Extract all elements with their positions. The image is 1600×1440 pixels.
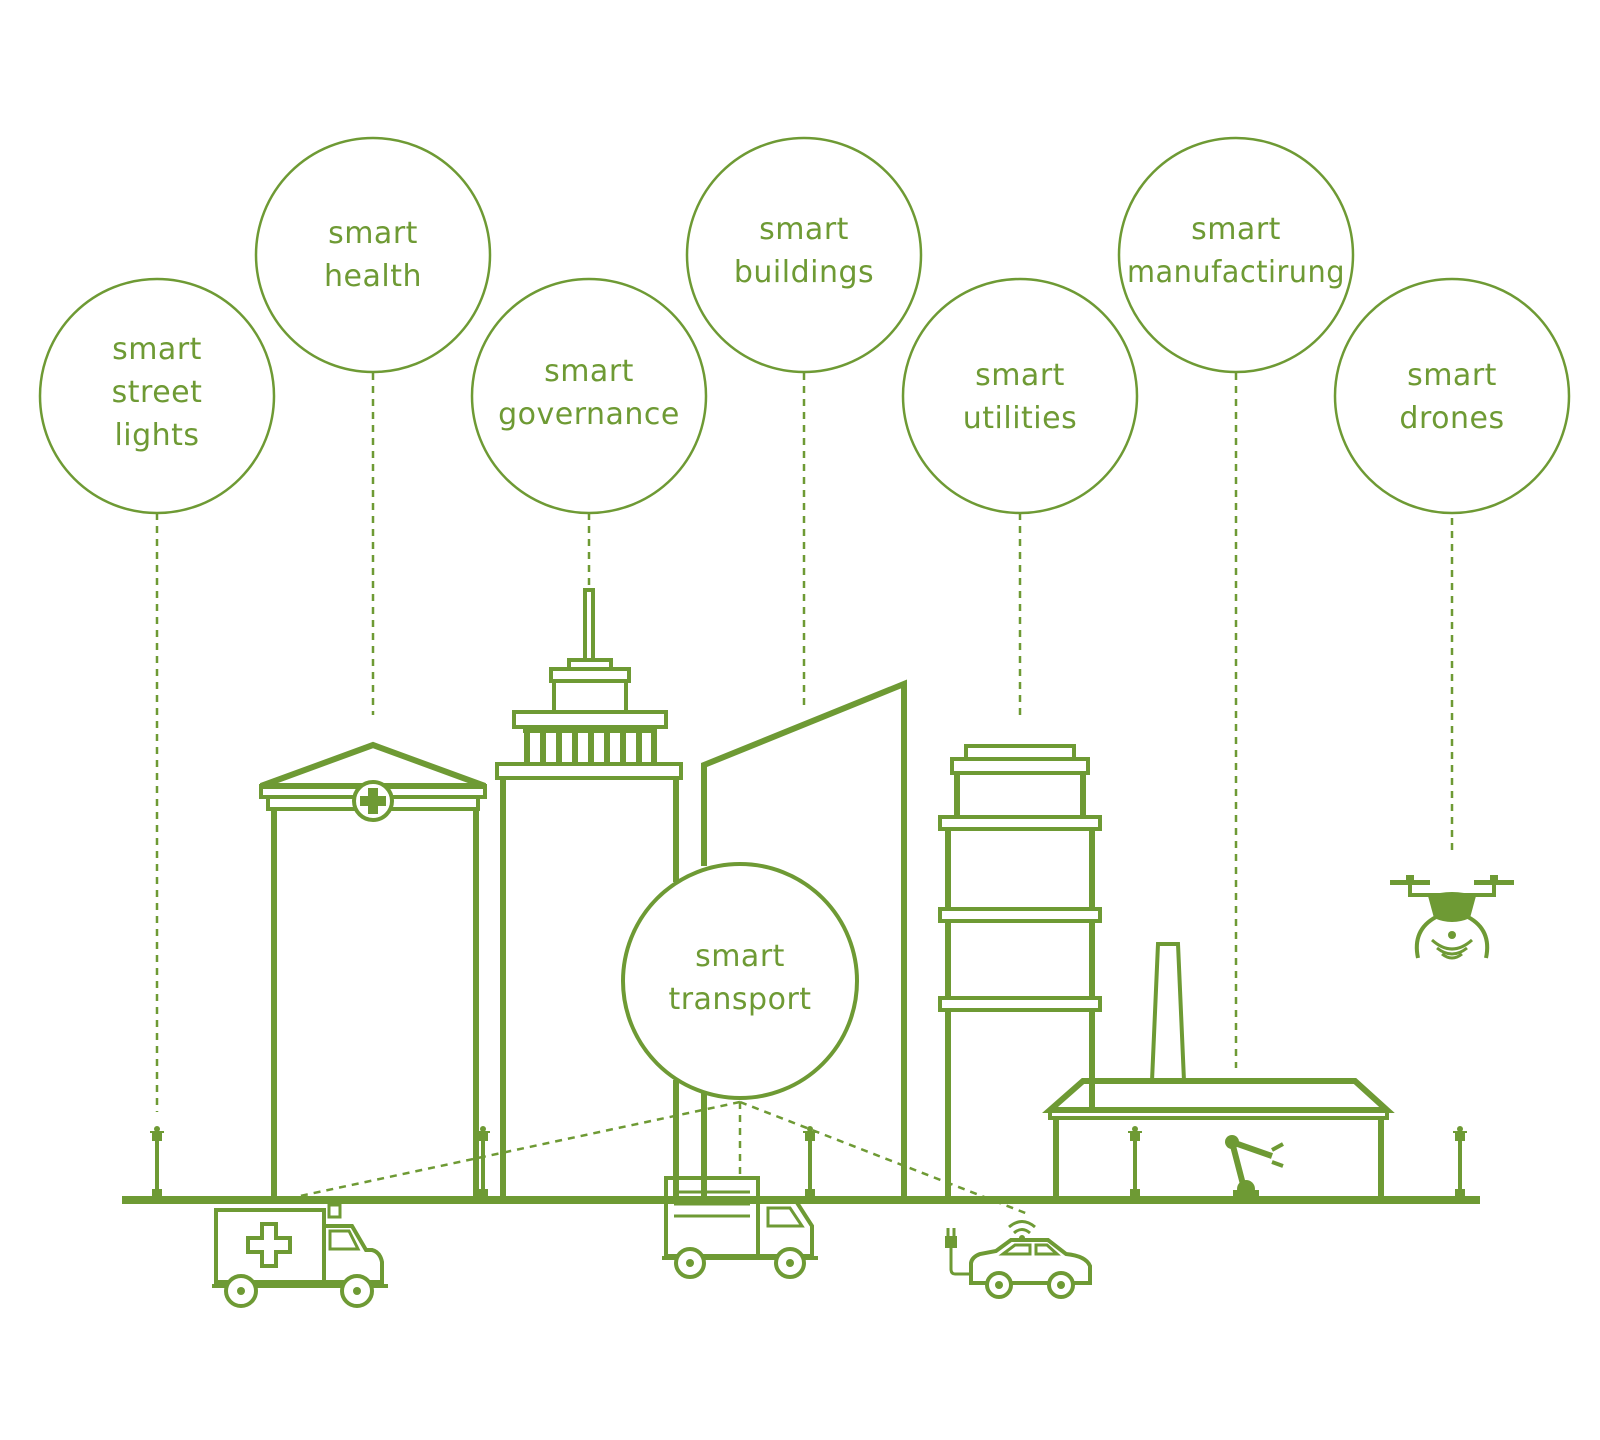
transport-label-line-2: transport — [668, 982, 811, 1017]
health-label-line-2: health — [324, 259, 422, 294]
street-lights-node: smart street lights — [38, 277, 276, 515]
transport-label-line-1: smart — [695, 939, 785, 974]
street-lights-label-line-1: smart — [112, 332, 202, 367]
ground-line — [122, 1196, 1480, 1204]
manufacturing-node: smart manufactirung — [1117, 136, 1355, 374]
transport-node: smart transport — [621, 862, 859, 1100]
governance-label-line-2: governance — [498, 397, 680, 432]
governance-node: smart governance — [470, 277, 708, 515]
utility-tower-icon — [938, 744, 1102, 1200]
drone-icon — [1390, 875, 1514, 960]
utilities-label-line-1: smart — [975, 358, 1065, 393]
buildings-label-line-2: buildings — [734, 255, 874, 290]
ambulance-icon — [212, 1203, 388, 1308]
governance-label-line-1: smart — [544, 354, 634, 389]
manufacturing-label-line-2: manufactirung — [1127, 255, 1345, 290]
government-building-icon — [495, 588, 683, 1200]
robot-arm-icon — [1225, 1135, 1284, 1200]
health-node: smart health — [254, 136, 492, 374]
drones-label-line-2: drones — [1399, 401, 1504, 436]
factory-icon — [1042, 942, 1395, 1200]
street-lamp-icon — [150, 1126, 1467, 1196]
connector-lines — [155, 373, 1454, 1216]
street-lights-label-line-3: lights — [114, 418, 199, 453]
street-lights-label-line-2: street — [112, 375, 203, 410]
health-label-line-1: smart — [328, 216, 418, 251]
delivery-truck-icon — [662, 1176, 818, 1279]
drones-node: smart drones — [1333, 277, 1571, 515]
buildings-label-line-1: smart — [759, 212, 849, 247]
utilities-node: smart utilities — [901, 277, 1139, 515]
drones-label-line-1: smart — [1407, 358, 1497, 393]
electric-car-icon — [945, 1220, 1092, 1299]
manufacturing-label-line-1: smart — [1191, 212, 1281, 247]
buildings-node: smart buildings — [685, 136, 923, 374]
hospital-building-icon — [259, 741, 487, 1200]
utilities-label-line-2: utilities — [963, 401, 1077, 436]
